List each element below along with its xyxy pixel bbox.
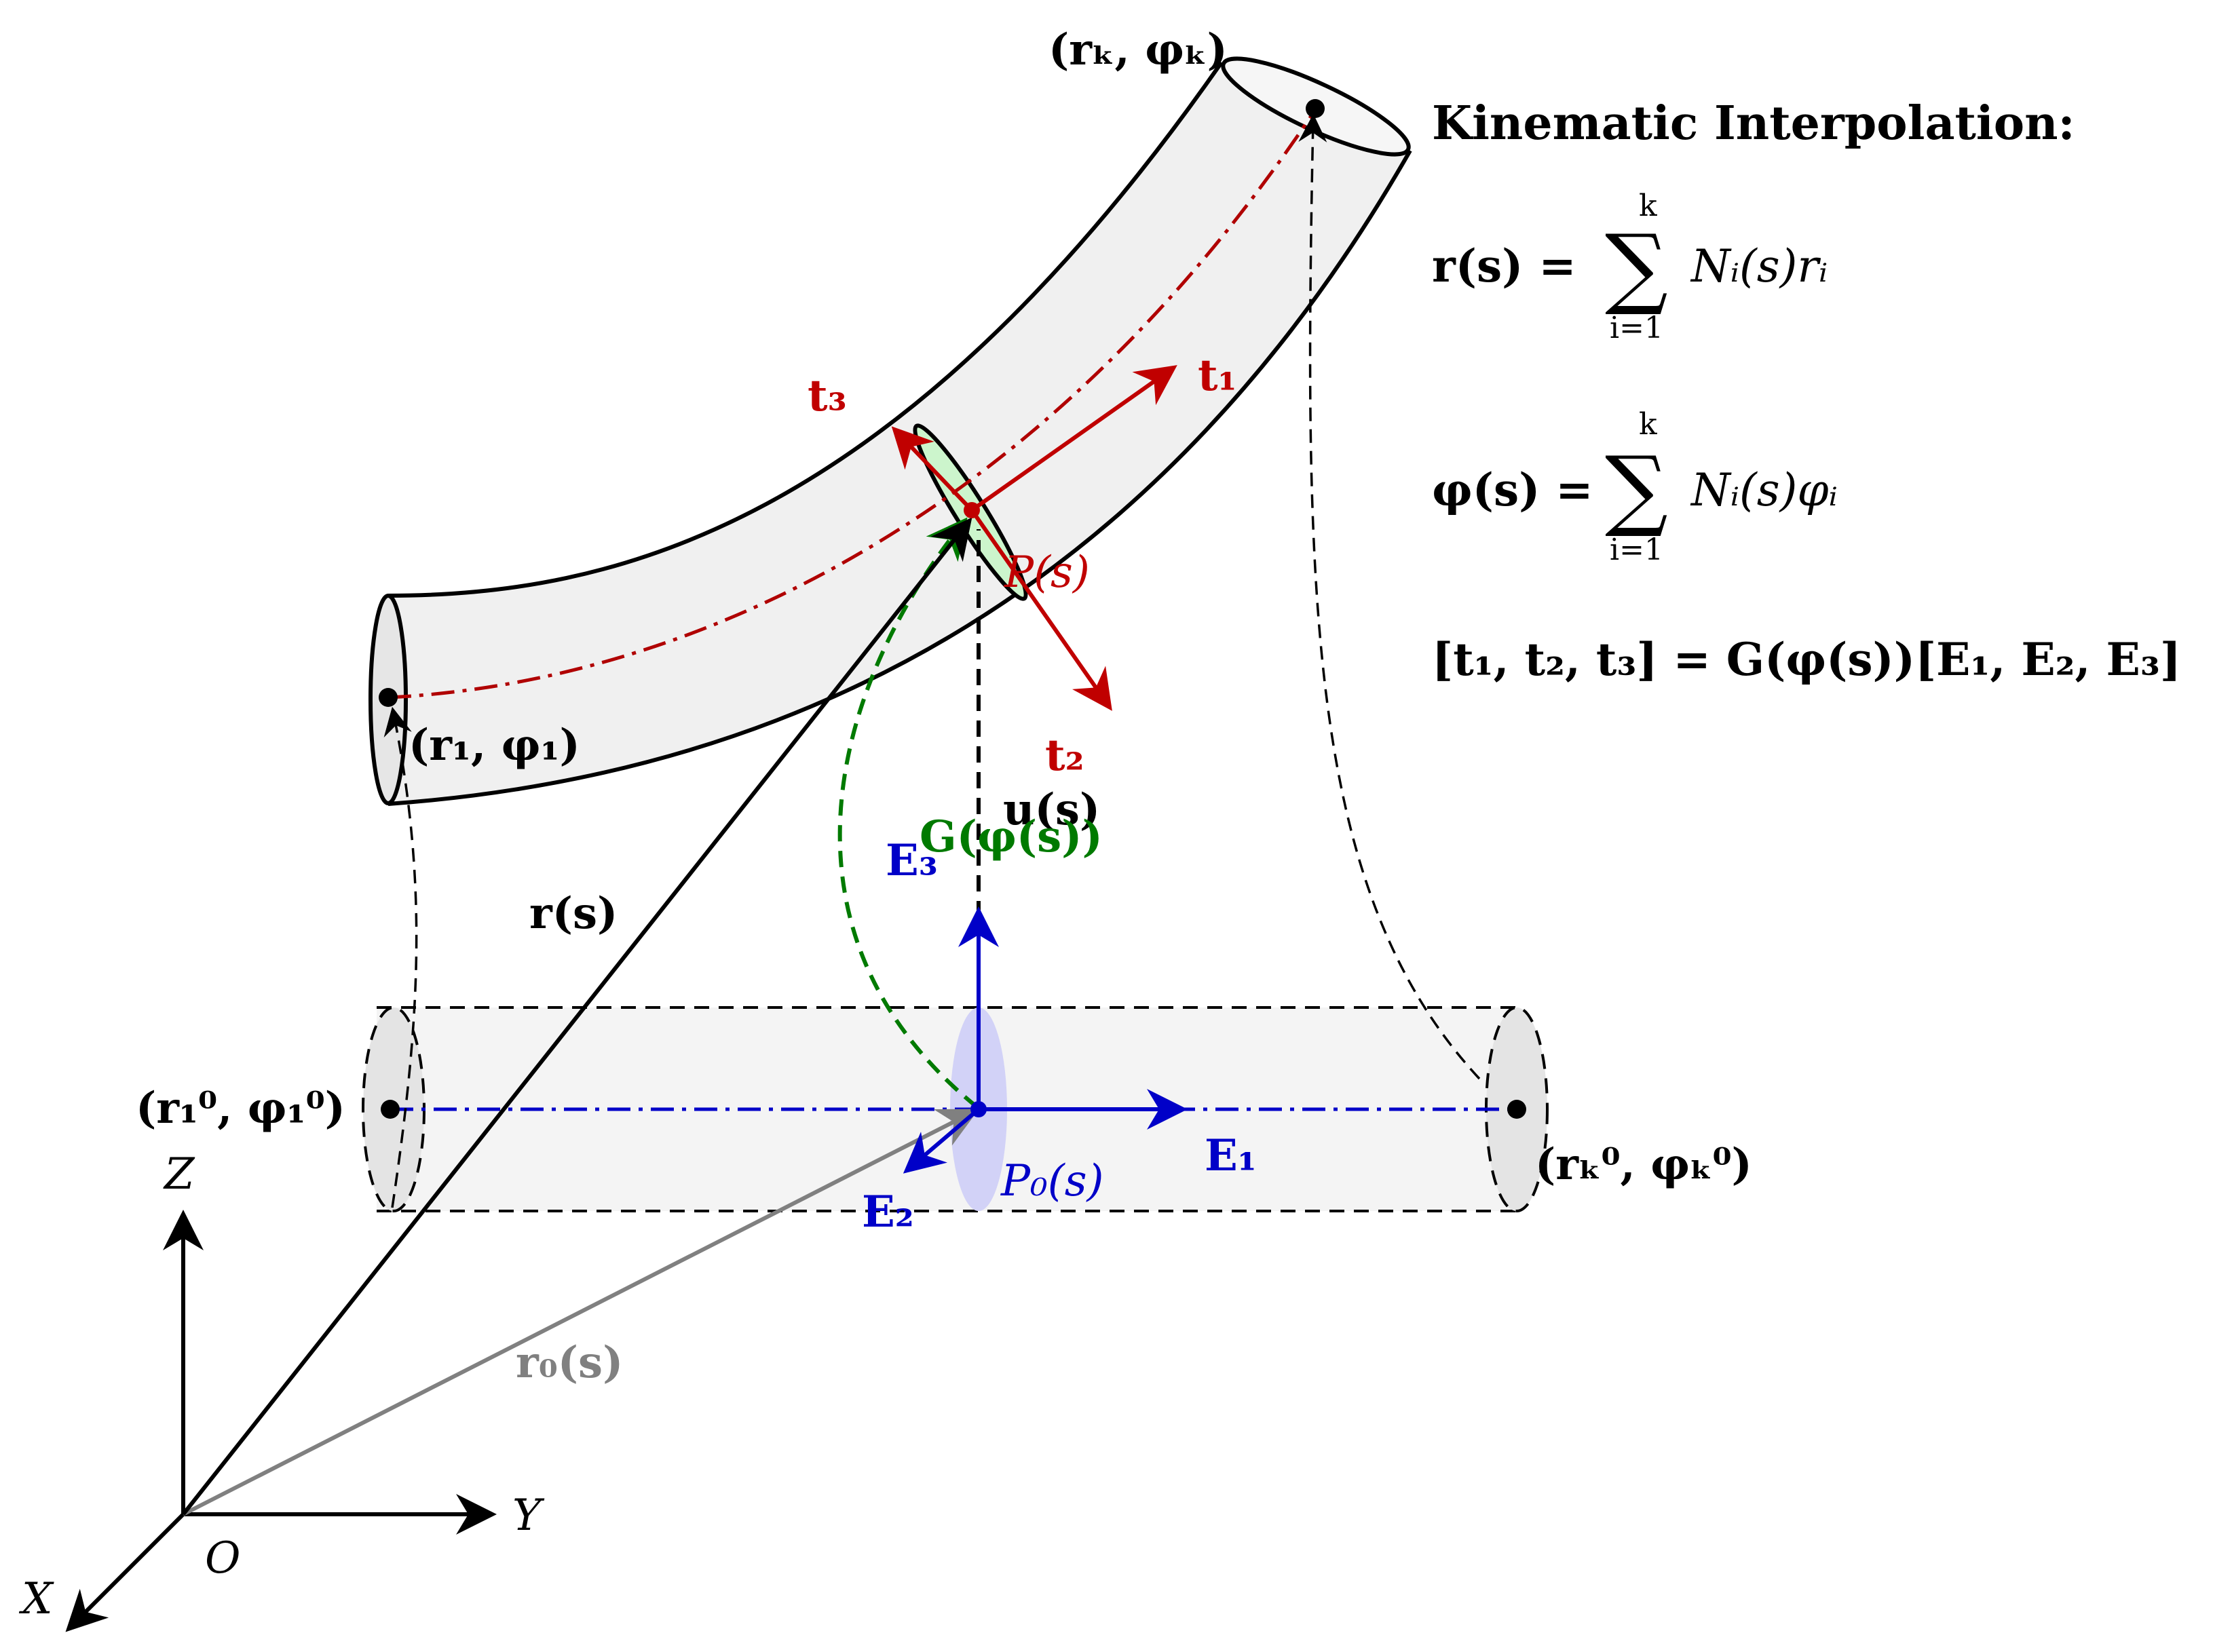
label-E2: E₂ xyxy=(862,1187,914,1237)
equation-r: r(s) = k ∑ i=1 Nᵢ(s)rᵢ xyxy=(1432,189,1828,345)
sum-symbol-2: ∑ xyxy=(1605,437,1668,540)
svg-text:r(s) =: r(s) = xyxy=(1432,239,1576,292)
label-r1-phi1: (r₁, φ₁) xyxy=(409,720,580,771)
label-origin-O: O xyxy=(205,1533,240,1583)
deformed-triad xyxy=(891,365,1177,711)
label-E3: E₃ xyxy=(886,835,938,886)
position-vectors xyxy=(181,517,979,1516)
global-axes xyxy=(65,1210,497,1632)
label-t3: t₃ xyxy=(808,370,847,421)
sum-symbol-1: ∑ xyxy=(1605,215,1668,318)
label-P0-s: P₀(s) xyxy=(1000,1156,1104,1206)
r-vector xyxy=(181,517,972,1516)
label-t2: t₂ xyxy=(1045,730,1084,781)
equation-phi: φ(s) = k ∑ i=1 Nᵢ(s)φᵢ xyxy=(1432,407,1838,567)
label-u-s: u(s) xyxy=(1003,784,1100,835)
reference-beam xyxy=(362,1006,1549,1212)
r0-vector xyxy=(182,1109,979,1516)
mapping-connectors xyxy=(383,113,1481,1208)
label-rk0-phik0: (rₖ⁰, φₖ⁰) xyxy=(1535,1139,1752,1190)
label-E1: E₁ xyxy=(1205,1130,1257,1181)
label-r10-phi10: (r₁⁰, φ₁⁰) xyxy=(136,1083,345,1134)
sum-upper-2: k xyxy=(1639,407,1657,442)
sum-lower-2: i=1 xyxy=(1610,533,1663,567)
label-axis-X: X xyxy=(18,1574,54,1624)
label-r-s: r(s) xyxy=(529,888,618,939)
equations-panel: Kinematic Interpolation: r(s) = k ∑ i=1 … xyxy=(1432,96,2181,686)
label-axis-Y: Y xyxy=(512,1491,545,1541)
sum-upper-1: k xyxy=(1639,189,1657,223)
reference-triad xyxy=(903,906,1188,1174)
svg-text:φ(s) =: φ(s) = xyxy=(1432,463,1593,516)
svg-text:Nᵢ(s)φᵢ: Nᵢ(s)φᵢ xyxy=(1690,464,1838,516)
label-t1: t₁ xyxy=(1198,350,1237,401)
deformed-beam xyxy=(368,56,1412,806)
labels: (rₖ, φₖ) (r₁, φ₁) (r₁⁰, φ₁⁰) (rₖ⁰, φₖ⁰) … xyxy=(18,24,1752,1624)
label-P-s: P(s) xyxy=(1004,548,1090,598)
label-rk-phik: (rₖ, φₖ) xyxy=(1048,24,1228,75)
label-axis-Z: Z xyxy=(163,1149,195,1199)
rotation-G-arc xyxy=(837,517,979,1109)
svg-text:Nᵢ(s)rᵢ: Nᵢ(s)rᵢ xyxy=(1690,240,1828,292)
sum-lower-1: i=1 xyxy=(1610,311,1663,345)
label-r0-s: r₀(s) xyxy=(516,1337,623,1388)
equations-title: Kinematic Interpolation: xyxy=(1432,96,2075,151)
equation-triad: [t₁, t₂, t₃] = G(φ(s))[E₁, E₂, E₃] xyxy=(1432,633,2181,686)
label-G-phi-s: G(φ(s)) xyxy=(920,811,1103,862)
